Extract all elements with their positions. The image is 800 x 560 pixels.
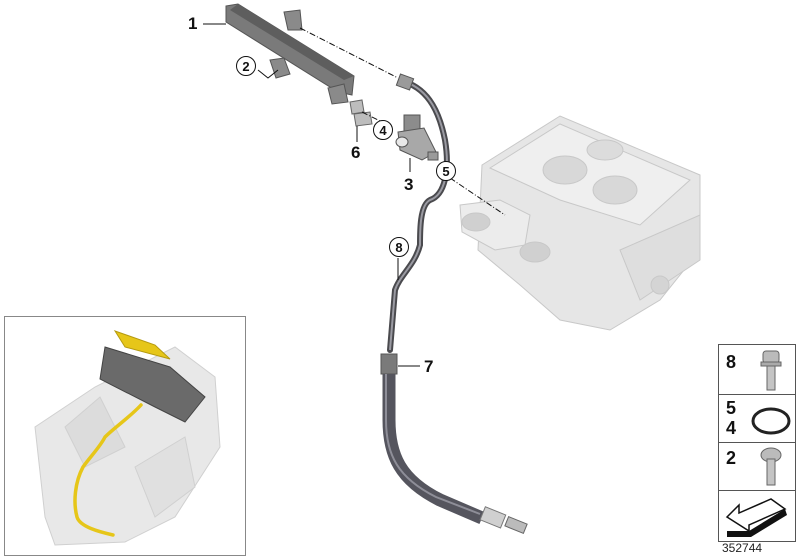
legend-cell-arrow[interactable]	[719, 491, 795, 541]
callout-7[interactable]: 7	[424, 357, 434, 376]
legend-label-4: 4	[726, 418, 737, 438]
legend-cell-5-4[interactable]: 5 4	[719, 395, 795, 443]
engine-overview-drawing	[34, 330, 221, 546]
legend-cell-2[interactable]: 2	[719, 443, 795, 491]
button-head-bolt-icon	[760, 447, 782, 486]
fuel-rail	[225, 3, 355, 105]
callout-5[interactable]: 5	[436, 161, 456, 181]
legend-cell-8[interactable]: 8	[719, 345, 795, 395]
callout-3[interactable]: 3	[404, 175, 414, 194]
injector	[395, 114, 439, 161]
direction-arrow-icon	[725, 498, 787, 537]
highlighted-fuel-line	[73, 403, 143, 537]
callout-6[interactable]: 6	[351, 143, 361, 162]
legend-label-8: 8	[726, 352, 737, 372]
parts-legend: 8 5 4 2	[718, 344, 796, 542]
cylinder-head	[459, 115, 701, 331]
flange-bolt-icon	[760, 350, 782, 391]
image-number: 352744	[722, 541, 763, 555]
clip	[349, 99, 373, 127]
engine-overview-inset	[4, 316, 246, 556]
o-ring-icon	[751, 407, 791, 435]
hose-sleeve	[380, 353, 398, 375]
callout-1[interactable]: 1	[188, 14, 198, 33]
legend-label-5: 5	[726, 398, 737, 418]
legend-label-2: 2	[726, 448, 737, 468]
callout-4[interactable]: 4	[373, 120, 393, 140]
callout-2[interactable]: 2	[236, 56, 256, 76]
callout-8[interactable]: 8	[389, 237, 409, 257]
